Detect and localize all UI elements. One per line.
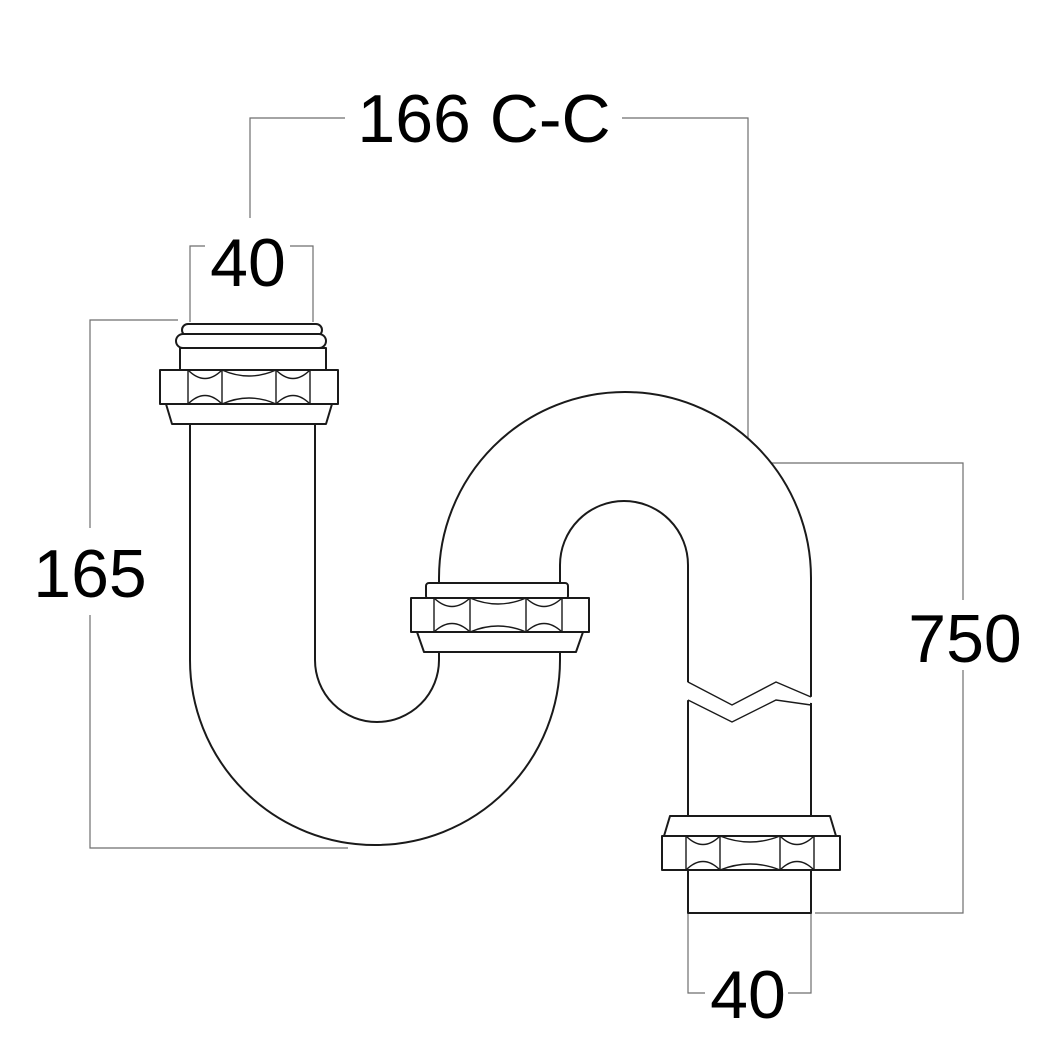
label-trap-height: 165 bbox=[33, 536, 146, 612]
dimension-line-outlet-diameter bbox=[687, 913, 812, 994]
label-inlet-diameter: 40 bbox=[210, 225, 286, 301]
dimension-line-trap-height bbox=[89, 319, 348, 849]
middle-hex-nut bbox=[410, 582, 590, 653]
pipe-break-symbol bbox=[687, 681, 812, 723]
label-centre-to-centre: 166 C-C bbox=[357, 81, 610, 157]
dimension-line-inlet-diameter bbox=[189, 245, 314, 322]
inlet-tail bbox=[175, 323, 327, 371]
pipe-break-gap bbox=[687, 682, 812, 722]
inlet-thread bbox=[179, 347, 327, 371]
outlet-hex-nut bbox=[661, 815, 841, 871]
inlet-hex-nut bbox=[159, 369, 339, 425]
label-outlet-diameter: 40 bbox=[710, 957, 786, 1033]
label-outlet-length: 750 bbox=[908, 601, 1021, 677]
inlet-washer bbox=[175, 333, 327, 349]
